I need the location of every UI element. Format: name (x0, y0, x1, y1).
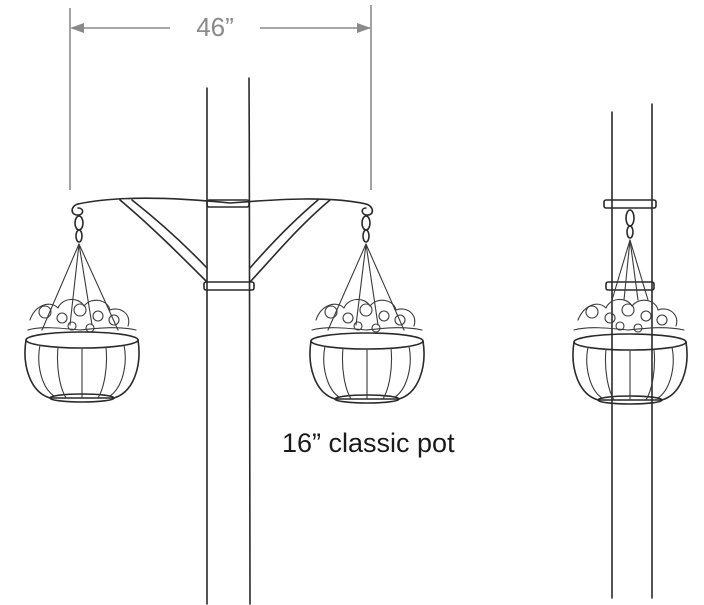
double-arm-bracket (71, 197, 374, 291)
side-flowers (573, 298, 685, 333)
side-view-basket (572, 209, 688, 405)
side-view-post (603, 103, 657, 599)
right-flowers (311, 298, 423, 333)
width-dimension-label: 46” (170, 12, 260, 42)
right-arrowhead (357, 23, 371, 33)
left-arrowhead (70, 23, 84, 33)
left-hanging-basket (24, 215, 140, 403)
pot-caption: 16” classic pot (282, 428, 455, 458)
left-flowers (27, 298, 137, 333)
right-hanging-basket (309, 215, 425, 404)
main-post (205, 77, 251, 605)
